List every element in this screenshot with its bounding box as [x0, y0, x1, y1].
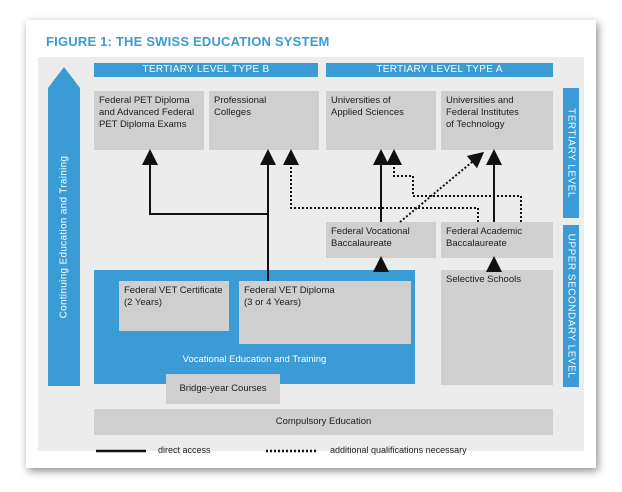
header-tertiary-type-a: TERTIARY LEVEL TYPE A [326, 63, 553, 77]
box-selective-schools: Selective Schools [441, 270, 553, 385]
legend-additional-qualifications: additional qualifications necessary [330, 445, 467, 455]
vet-label: Vocational Education and Training [182, 354, 327, 365]
box-universities-federal-institutes: Universities and Federal Institutes of T… [441, 91, 553, 150]
box-bridge-year-courses: Bridge-year Courses [166, 374, 280, 404]
box-professional-colleges: Professional Colleges [209, 91, 319, 150]
upper-secondary-level-band: UPPER SECONDARY LEVEL [563, 225, 579, 387]
tertiary-level-band: TERTIARY LEVEL [563, 88, 579, 218]
arrow-vet-to-pet [142, 149, 268, 215]
header-tertiary-type-b: TERTIARY LEVEL TYPE B [94, 63, 318, 77]
box-federal-pet-diploma: Federal PET Diploma and Advanced Federal… [94, 91, 204, 150]
dotted-acadbacc-to-professional [283, 149, 479, 222]
box-federal-academic-baccalaureate: Federal Academic Baccalaureate [441, 222, 553, 258]
box-compulsory-education: Compulsory Education [94, 409, 553, 435]
box-federal-vocational-baccalaureate: Federal Vocational Baccalaureate [326, 222, 436, 258]
box-universities-applied-sciences: Universities of Applied Sciences [326, 91, 436, 150]
dotted-acadbacc-to-uas [386, 149, 522, 222]
legend-direct-access: direct access [158, 445, 211, 455]
dotted-vocbacc-to-universities [399, 151, 485, 223]
box-federal-vet-diploma: Federal VET Diploma (3 or 4 Years) [239, 281, 411, 344]
figure-title: FIGURE 1: THE SWISS EDUCATION SYSTEM [46, 34, 330, 49]
box-federal-vet-certificate: Federal VET Certificate (2 Years) [119, 281, 229, 331]
